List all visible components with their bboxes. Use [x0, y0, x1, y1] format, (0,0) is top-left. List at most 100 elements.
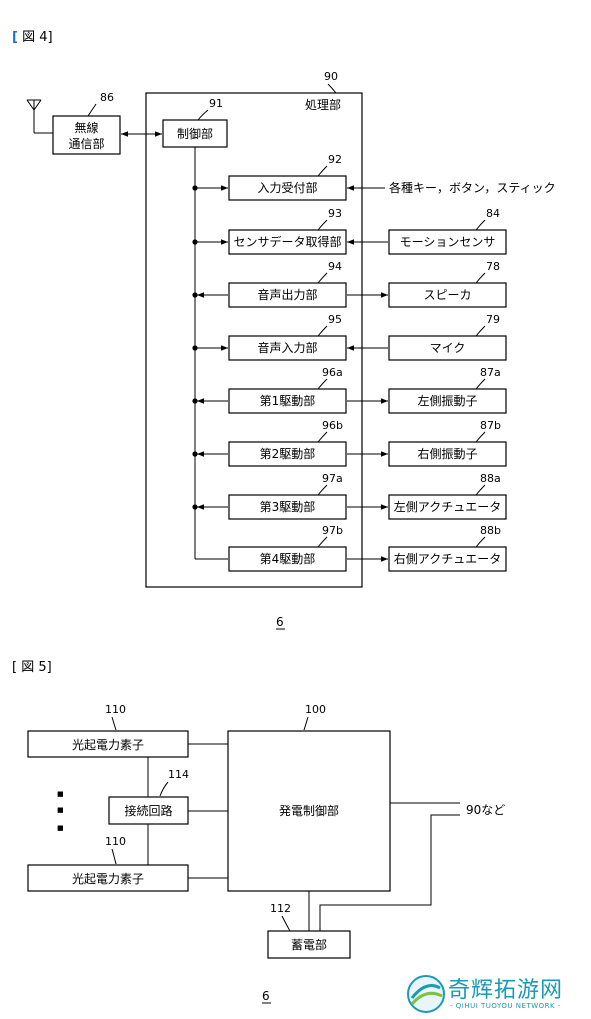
ext-leader-78 [475, 272, 486, 284]
right-vibrator-box [388, 441, 507, 467]
speaker-label: スピーカ [423, 288, 471, 302]
input-external-label: 各種キー，ボタン，スティック [389, 180, 556, 195]
speaker-box [388, 282, 507, 308]
figure-4-number: 6 [276, 615, 284, 629]
figure-4-close-bracket: ] [47, 30, 53, 45]
connection-leader [159, 781, 169, 797]
storage-box [267, 930, 351, 959]
processing-unit-box [145, 92, 363, 588]
ellipsis-dot-3: ■ [57, 824, 64, 832]
block-leader-92 [317, 165, 328, 177]
ext-leader-88a [475, 484, 486, 496]
output-label: 90など [466, 803, 505, 817]
block-leader-95 [317, 325, 328, 337]
internal-blocks: 92 入力受付部 93 センサデータ取得部 94 音声出力部 95 音声入力部 … [228, 153, 347, 572]
generation-leader [303, 716, 309, 731]
right-vibrator-label: 右側振動子 [417, 446, 477, 461]
ext-leader-79 [475, 325, 486, 337]
processing-unit-ref: 90 [324, 70, 338, 83]
ext-leader-84 [475, 219, 486, 231]
generation-ref: 100 [305, 703, 326, 716]
ellipsis-dot-2: ■ [57, 806, 64, 814]
watermark-globe-icon [407, 975, 445, 1013]
input-reception-box [228, 175, 347, 201]
ext-ref-84: 84 [486, 207, 500, 220]
drive-4-label: 第4駆動部 [260, 551, 316, 566]
drive-2-box [228, 441, 347, 467]
storage-ref: 112 [270, 902, 291, 915]
block-ref-97a: 97a [322, 472, 343, 485]
ext-ref-87b: 87b [480, 419, 501, 432]
block-leader-97a [317, 484, 328, 496]
watermark-subtitle: - QIHUI TUOYOU NETWORK - [450, 1002, 561, 1010]
block-leader-96a [317, 378, 328, 390]
sensor-data-label: センサデータ取得部 [233, 234, 341, 249]
motion-sensor-label: モーションセンサ [400, 235, 496, 249]
ext-leader-87a [475, 378, 486, 390]
block-ref-96a: 96a [322, 366, 343, 379]
block-ref-96b: 96b [322, 419, 343, 432]
drive-4-box [228, 546, 347, 572]
drive-3-label: 第3駆動部 [260, 499, 316, 514]
antenna-leader [87, 103, 97, 117]
connection-circuit-label: 接続回路 [124, 803, 172, 818]
ext-ref-88b: 88b [480, 524, 501, 537]
ext-leader-88b [475, 536, 486, 548]
watermark-name: 奇辉拓游网 [448, 978, 564, 1003]
block-ref-93: 93 [328, 207, 342, 220]
generation-control-box [227, 730, 391, 892]
pv-element-top-label: 光起電力素子 [72, 738, 144, 752]
microphone-box [388, 335, 507, 361]
figure-4-bracket: [ [12, 30, 18, 45]
pv-top-ref: 110 [105, 703, 126, 716]
drive-1-label: 第1駆動部 [260, 393, 316, 408]
pv-bottom-leader [111, 848, 117, 865]
figure-5-number: 6 [262, 989, 270, 1003]
block-ref-92: 92 [328, 153, 342, 166]
generation-control-label: 発電制御部 [279, 803, 339, 818]
pv-element-bottom-label: 光起電力素子 [72, 872, 144, 886]
control-ref: 91 [209, 97, 223, 110]
wireless-label-2: 通信部 [68, 136, 104, 151]
block-leader-97b [317, 536, 328, 548]
input-reception-label: 入力受付部 [257, 180, 317, 195]
storage-label: 蓄電部 [291, 937, 327, 952]
drive-3-box [228, 494, 347, 520]
ext-ref-78: 78 [486, 260, 500, 273]
antenna-ref: 86 [100, 91, 114, 104]
external-devices: 84 モーションセンサ 78 スピーカ 79 マイク 87a 左側振動子 87b… [347, 207, 507, 572]
block-leader-96b [317, 431, 328, 443]
motion-sensor-box [388, 229, 507, 255]
watermark-logo: 奇辉拓游网 - QIHUI TUOYOU NETWORK - [404, 970, 589, 1018]
pv-element-top-box [27, 730, 189, 758]
block-leader-93 [317, 219, 328, 231]
storage-leader [281, 915, 291, 932]
left-vibrator-box [388, 388, 507, 414]
ext-leader-87b [475, 431, 486, 443]
audio-output-box [228, 282, 347, 308]
control-label: 制御部 [177, 126, 213, 141]
ext-ref-87a: 87a [480, 366, 501, 379]
right-actuator-box [388, 546, 507, 572]
block-leader-94 [317, 272, 328, 284]
sensor-data-box [228, 229, 347, 255]
antenna-icon [26, 99, 53, 134]
figure-5-label-text: 図 5 [21, 660, 47, 675]
audio-input-label: 音声入力部 [257, 340, 317, 355]
left-actuator-box [388, 494, 507, 520]
figure-5-open-bracket: [ [12, 660, 18, 675]
drive-2-label: 第2駆動部 [260, 446, 316, 461]
wireless-comm-box [52, 115, 121, 155]
processing-unit-leader [327, 83, 337, 94]
audio-input-box [228, 335, 347, 361]
processing-unit-label: 処理部 [305, 97, 341, 112]
connection-ref: 114 [168, 768, 189, 781]
audio-output-label: 音声出力部 [257, 287, 317, 302]
left-actuator-label: 左側アクチュエータ [394, 499, 501, 514]
left-vibrator-label: 左側振動子 [417, 393, 477, 408]
drive-1-box [228, 388, 347, 414]
ext-ref-79: 79 [486, 313, 500, 326]
pv-element-bottom-box [27, 864, 189, 892]
